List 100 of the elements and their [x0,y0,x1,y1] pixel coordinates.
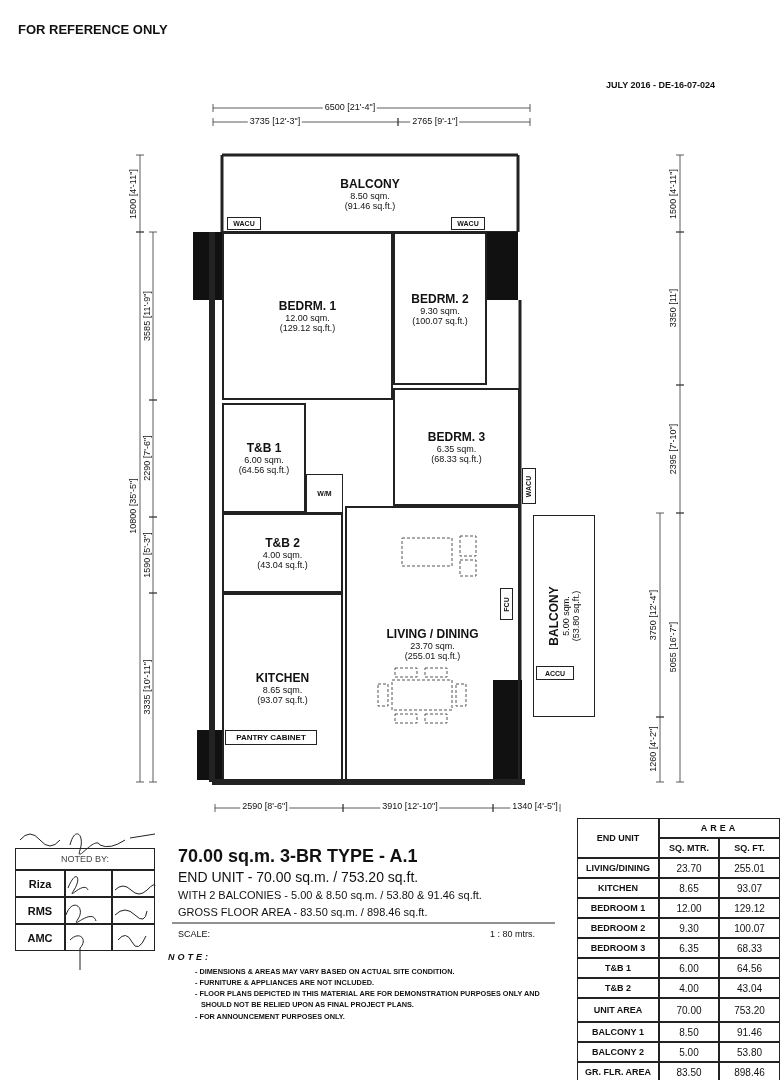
fixture-box [306,474,343,513]
dimension-text: 3335 [10'-11"] [142,657,152,717]
fixture-box [522,468,536,504]
unit-description: GROSS FLOOR AREA - 83.50 sq.m. / 898.46 sq.ft. [178,906,428,918]
fixture-box [451,217,485,230]
area-text: 8.65 sqm. [262,684,303,695]
room-name: KITCHEN [255,670,310,685]
table-cell: 129.12 [719,898,780,918]
dimension-text: 3910 [12'-10"] [380,801,440,811]
dimension-text: 2290 [7'-6"] [142,433,152,483]
area-text: (53.80 sq.ft.) [571,590,581,642]
dimension-text: 1500 [4'-11"] [668,167,678,221]
dimension-text: 10800 [35'-5"] [128,476,138,536]
area-text: 8.50 sqm. [350,190,390,201]
area-text: 23.70 sqm. [410,641,455,651]
table-cell: 753.20 [719,998,780,1022]
room-area [222,403,306,513]
scale-text: 1 : 80 mtrs. [490,929,535,939]
table-cell: 8.65 [659,878,719,898]
note-heading: NOTE: [168,952,211,962]
header-text: FOR REFERENCE ONLY [18,22,168,37]
table-cell: AREA [659,818,780,838]
room-area [533,515,595,717]
table-cell: 100.07 [719,918,780,938]
area-text: (100.07 sq.ft.) [412,315,468,326]
dimension-text: 1260 [4'-2"] [648,724,658,774]
room-name: BEDRM. 2 [411,291,469,306]
table-cell: AMC [15,924,65,951]
dimension-text: 6500 [21'-4"] [322,102,378,112]
area-text: 6.35 sqm. [436,444,477,454]
table-cell: SQ. MTR. [659,838,719,858]
dimension-text: 2765 [9'-1"] [410,116,460,126]
room-name: T&B 1 [246,441,282,455]
fixture-box [536,666,574,680]
table-cell: KITCHEN [577,878,659,898]
area-text: (93.07 sq.ft.) [257,694,308,705]
dimension-text: 3585 [11'-9"] [142,289,152,343]
fixture-box [225,730,317,745]
header-text: JULY 2016 - DE-16-07-024 [606,80,716,90]
unit-description: WITH 2 BALCONIES - 5.00 & 8.50 sq.m. / 53.80 & 91.46 sq.ft. [178,889,482,901]
table-cell: 255.01 [719,858,780,878]
room-area [393,388,520,506]
room-name: LIVING / DINING [386,627,479,641]
unit-description: END UNIT - 70.00 sq.m. / 753.20 sq.ft. [178,869,419,885]
table-cell: 70.00 [659,998,719,1022]
table-cell: 6.00 [659,958,719,978]
table-cell: 23.70 [659,858,719,878]
dimension-text: 2590 [8'-6"] [240,801,290,811]
table-cell: 43.04 [719,978,780,998]
scale-text: SCALE: [178,929,210,939]
table-cell: 12.00 [659,898,719,918]
table-cell: Riza [15,870,65,897]
area-text: (255.01 sq.ft.) [404,651,461,661]
room-area [222,232,393,400]
area-text: 9.30 sqm. [420,305,460,316]
table-cell: BEDROOM 2 [577,918,659,938]
table-cell: 83.50 [659,1062,719,1080]
table-cell: END UNIT [577,818,659,858]
dimension-text: 2395 [7'-10"] [668,421,678,477]
room-name: T&B 2 [265,536,300,550]
unit-description: 70.00 sq.m. 3-BR TYPE - A.1 [178,846,418,867]
dimension-text: 3735 [12'-3"] [247,116,303,126]
table-cell: NOTED BY: [15,848,155,870]
table-cell: 93.07 [719,878,780,898]
room-name: BEDRM. 3 [427,430,486,444]
area-text: (64.56 sq.ft.) [238,465,290,475]
area-text: 4.00 sqm. [262,550,303,560]
room-area [393,232,487,385]
dimension-text: 1340 [4'-5"] [510,801,560,811]
table-cell: BEDROOM 3 [577,938,659,958]
area-text: (68.33 sq.ft.) [431,454,482,464]
dimension-text: 3750 [12'-4"] [648,587,658,643]
dimension-text: 1590 [5'-3"] [142,530,152,580]
table-cell: BEDROOM 1 [577,898,659,918]
table-cell: 64.56 [719,958,780,978]
room-area [222,593,343,782]
table-cell: 53.80 [719,1042,780,1062]
fixture-label: PANTRY CABINET [236,733,306,742]
table-cell: LIVING/DINING [577,858,659,878]
dimension-text: 5055 [16'-7"] [668,619,678,675]
table-cell: BALCONY 2 [577,1042,659,1062]
area-text: 12.00 sqm. [285,313,330,323]
table-cell: SQ. FT. [719,838,780,858]
table-cell: 9.30 [659,918,719,938]
table-cell: 4.00 [659,978,719,998]
table-cell: 8.50 [659,1022,719,1042]
table-cell: T&B 1 [577,958,659,978]
room-name: BALCONY [340,176,400,191]
table-cell: UNIT AREA [577,998,659,1022]
area-text: 5.00 sqm. [561,596,571,636]
room-name: BALCONY [547,586,561,646]
table-cell: 5.00 [659,1042,719,1062]
room-name: BEDRM. 1 [278,299,337,313]
table-cell: 68.33 [719,938,780,958]
dimension-text: 3350 [11'] [668,286,678,330]
table-cell: GR. FLR. AREA [577,1062,659,1080]
table-cell: 6.35 [659,938,719,958]
dimension-text: 1500 [4'-11"] [128,167,138,221]
table-cell: BALCONY 1 [577,1022,659,1042]
table-cell: 898.46 [719,1062,780,1080]
